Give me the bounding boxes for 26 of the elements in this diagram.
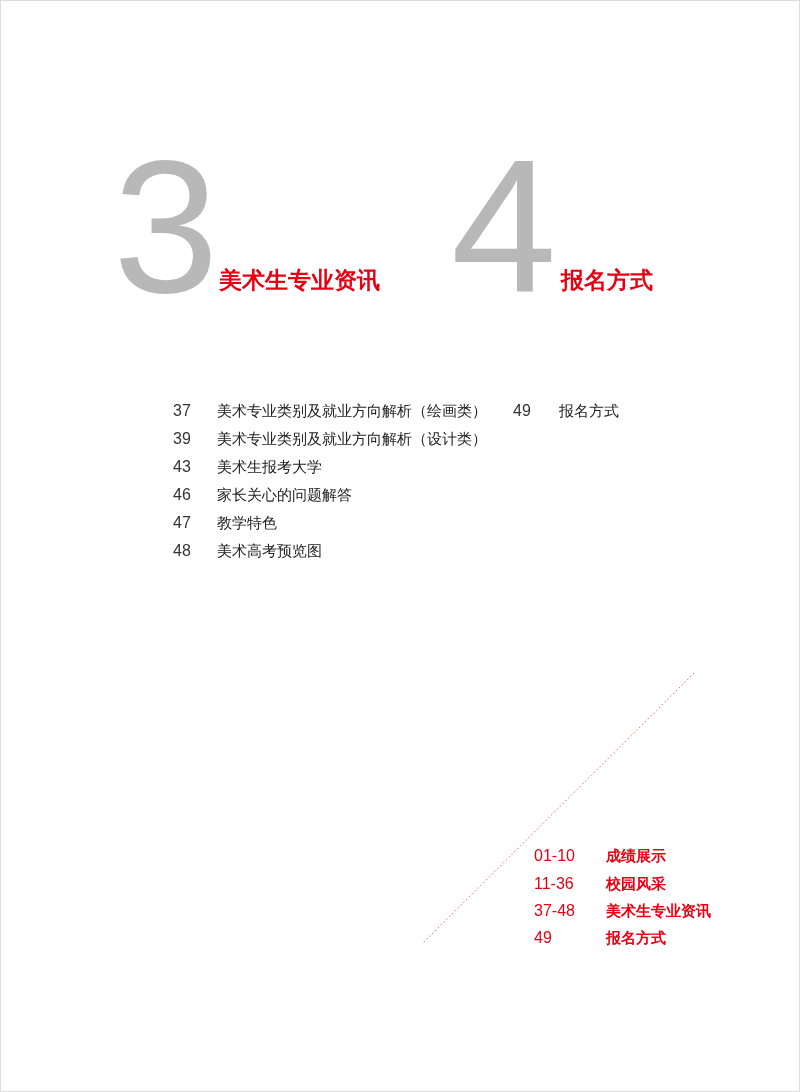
chapter-name: 美术生专业资讯 bbox=[606, 903, 711, 918]
page-range: 11-36 bbox=[534, 876, 574, 892]
page-number: 46 bbox=[173, 487, 191, 503]
page-number: 49 bbox=[513, 403, 531, 419]
contents-entry: 报名方式 bbox=[559, 403, 619, 418]
section-heading: 美术生专业资讯 bbox=[219, 269, 380, 292]
page-number: 39 bbox=[173, 431, 191, 447]
page-range: 37-48 bbox=[534, 903, 575, 919]
page-number: 48 bbox=[173, 543, 191, 559]
chapter-name: 校园风采 bbox=[606, 876, 666, 891]
contents-entry: 家长关心的问题解答 bbox=[217, 487, 352, 502]
page-number: 37 bbox=[173, 403, 191, 419]
section-heading: 报名方式 bbox=[561, 269, 653, 292]
chapter-name: 报名方式 bbox=[606, 930, 666, 945]
chapter-name: 成绩展示 bbox=[606, 848, 666, 863]
page-number: 47 bbox=[173, 515, 191, 531]
page-number: 43 bbox=[173, 459, 191, 475]
contents-entry: 美术高考预览图 bbox=[217, 543, 322, 558]
contents-entry: 美术专业类别及就业方向解析（绘画类） bbox=[217, 403, 487, 418]
section-number: 4 bbox=[451, 131, 557, 321]
contents-entry: 教学特色 bbox=[217, 515, 277, 530]
page-range: 01-10 bbox=[534, 848, 575, 864]
contents-entry: 美术生报考大学 bbox=[217, 459, 322, 474]
page-range: 49 bbox=[534, 930, 552, 946]
contents-entry: 美术专业类别及就业方向解析（设计类） bbox=[217, 431, 487, 446]
section-number: 3 bbox=[113, 131, 219, 321]
